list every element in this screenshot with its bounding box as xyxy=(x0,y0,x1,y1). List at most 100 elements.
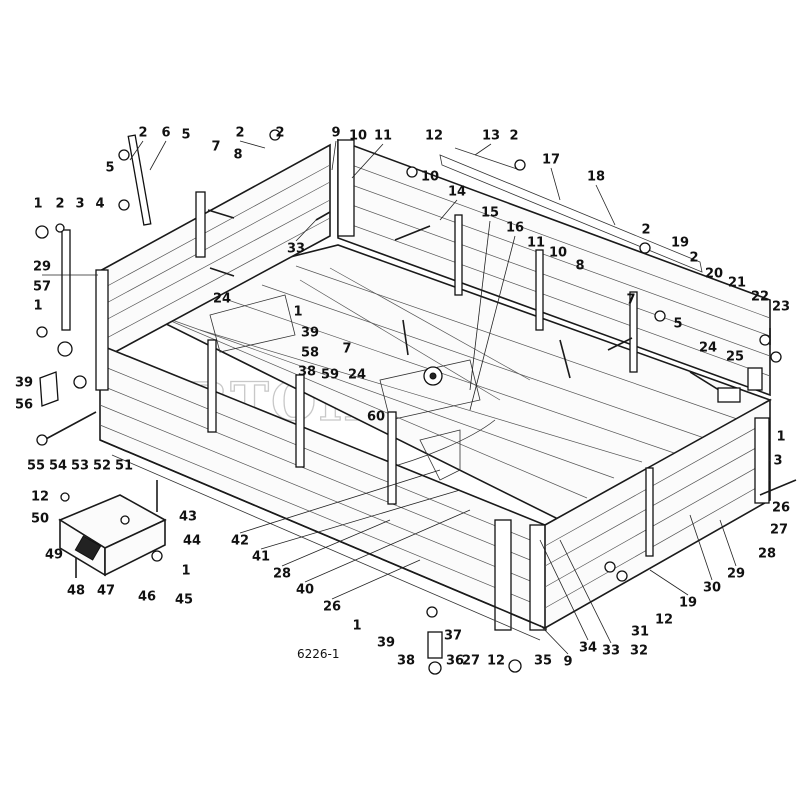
callout-label-51: 51 xyxy=(115,459,133,474)
callout-label-1: 1 xyxy=(181,564,190,579)
callout-label-31: 31 xyxy=(631,625,649,640)
callout-label-1: 1 xyxy=(293,305,302,320)
bolt-55 xyxy=(43,411,97,441)
callout-label-49: 49 xyxy=(45,548,63,563)
callout-label-33: 33 xyxy=(602,644,620,659)
callout-label-35: 35 xyxy=(534,654,552,669)
callout-label-32: 32 xyxy=(630,644,648,659)
corner-post-rear-right xyxy=(754,417,770,504)
corner-post-front-right xyxy=(494,519,512,631)
callout-label-16: 16 xyxy=(506,221,524,236)
callout-label-57: 57 xyxy=(33,280,51,295)
callout-label-12: 12 xyxy=(487,654,505,669)
callout-label-34: 34 xyxy=(579,641,597,656)
right-side-board-planks xyxy=(337,159,771,377)
callout-label-2: 2 xyxy=(275,126,284,141)
callout-label-1: 1 xyxy=(33,197,42,212)
callout-label-39: 39 xyxy=(15,376,33,391)
callout-label-17: 17 xyxy=(542,153,560,168)
stake-3 xyxy=(61,229,71,331)
callout-label-2: 2 xyxy=(689,251,698,266)
callout-label-28: 28 xyxy=(273,567,291,582)
callout-label-20: 20 xyxy=(705,267,723,282)
callout-label-53: 53 xyxy=(71,459,89,474)
callout-label-12: 12 xyxy=(31,490,49,505)
corner-post-9 xyxy=(529,524,547,631)
washer-52 xyxy=(73,375,87,389)
callout-label-12: 12 xyxy=(655,613,673,628)
callout-label-9: 9 xyxy=(563,655,572,670)
callout-label-5: 5 xyxy=(673,317,682,332)
tailgate-panel xyxy=(544,398,771,630)
callout-label-8: 8 xyxy=(575,259,584,274)
callout-label-50: 50 xyxy=(31,512,49,527)
callout-label-2: 2 xyxy=(235,126,244,141)
callout-label-59: 59 xyxy=(321,368,339,383)
side-post-2 xyxy=(535,249,544,331)
callout-label-7: 7 xyxy=(626,293,635,308)
top-rail-17 xyxy=(439,154,703,273)
callout-label-23: 23 xyxy=(772,300,790,315)
callout-label-58: 58 xyxy=(301,346,319,361)
callout-label-10: 10 xyxy=(349,129,367,144)
callout-label-2: 2 xyxy=(138,126,147,141)
left-post-1 xyxy=(207,339,217,433)
callout-label-10: 10 xyxy=(549,246,567,261)
left-post-3 xyxy=(387,411,397,505)
callout-label-8: 8 xyxy=(233,148,242,163)
tailgate-post xyxy=(645,467,654,557)
callout-label-44: 44 xyxy=(183,534,201,549)
callout-label-3: 3 xyxy=(773,454,782,469)
front-board-post xyxy=(195,191,206,258)
leader-lines xyxy=(42,140,737,655)
callout-label-7: 7 xyxy=(211,140,220,155)
callout-label-15: 15 xyxy=(481,206,499,221)
callout-label-22: 22 xyxy=(751,290,769,305)
callout-label-12: 12 xyxy=(425,129,443,144)
left-post-2 xyxy=(295,374,305,468)
stake-6 xyxy=(127,134,152,226)
callout-label-38: 38 xyxy=(298,365,316,380)
callout-label-48: 48 xyxy=(67,584,85,599)
callout-label-52: 52 xyxy=(93,459,111,474)
callout-label-19: 19 xyxy=(671,236,689,251)
corner-post-rear-left xyxy=(337,139,355,237)
callout-label-24: 24 xyxy=(348,368,366,383)
callout-label-13: 13 xyxy=(482,129,500,144)
callout-label-37: 37 xyxy=(444,629,462,644)
hinge-pin-26 xyxy=(759,479,797,496)
callout-label-38: 38 xyxy=(397,654,415,669)
callout-label-39: 39 xyxy=(301,326,319,341)
bracket-56 xyxy=(39,371,59,407)
side-post-1 xyxy=(454,214,463,296)
callout-label-26: 26 xyxy=(772,501,790,516)
washer-53 xyxy=(57,341,73,357)
drawing-code: 6226-1 xyxy=(297,647,340,661)
callout-label-27: 27 xyxy=(770,523,788,538)
callout-label-33: 33 xyxy=(287,242,305,257)
side-post-3 xyxy=(629,291,638,373)
callout-label-10: 10 xyxy=(421,170,439,185)
callout-label-24: 24 xyxy=(699,341,717,356)
callout-label-47: 47 xyxy=(97,584,115,599)
callout-label-24: 24 xyxy=(213,292,231,307)
callout-label-2: 2 xyxy=(641,223,650,238)
callout-label-29: 29 xyxy=(727,567,745,582)
callout-label-4: 4 xyxy=(95,197,104,212)
callout-label-29: 29 xyxy=(33,260,51,275)
front-board-planks xyxy=(99,164,331,341)
callout-label-54: 54 xyxy=(49,459,67,474)
callout-label-46: 46 xyxy=(138,590,156,605)
callout-label-41: 41 xyxy=(252,550,270,565)
callout-label-18: 18 xyxy=(587,170,605,185)
callout-label-5: 5 xyxy=(181,128,190,143)
callout-label-60: 60 xyxy=(367,410,385,425)
left-side-board-planks xyxy=(99,364,546,609)
cargo-body-drawing xyxy=(35,129,797,675)
callout-label-11: 11 xyxy=(374,129,392,144)
callout-label-43: 43 xyxy=(179,510,197,525)
callout-label-11: 11 xyxy=(527,236,545,251)
callout-label-42: 42 xyxy=(231,534,249,549)
